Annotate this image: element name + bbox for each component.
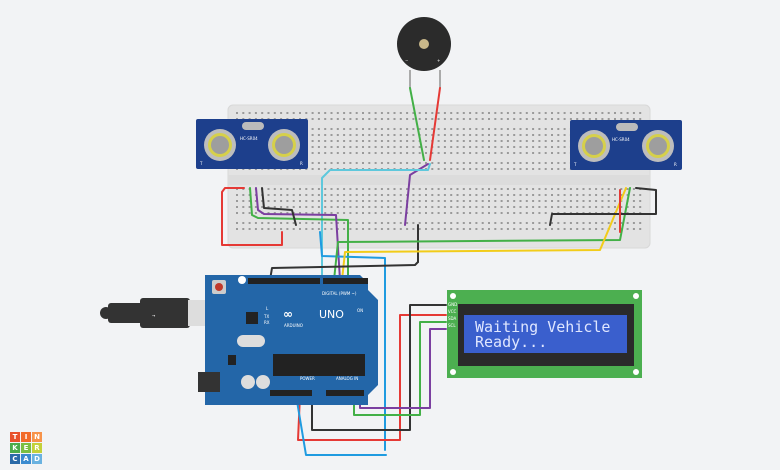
wire-lcd-vcc (297, 314, 447, 441)
wire-blue-long (319, 231, 386, 451)
lcd-pin-vcc: VCC (448, 309, 457, 314)
logo-letter: R (32, 443, 42, 453)
wire-left-purple (255, 187, 341, 281)
on-label: ON (357, 308, 363, 313)
ultrasonic-sensor-right[interactable]: HC-SR04 T R (570, 120, 682, 170)
arduino-logo-icon: ∞ (283, 307, 293, 321)
sensor-right-model: HC-SR04 (612, 137, 630, 142)
logo-letter: D (32, 454, 42, 464)
power-label: POWER (300, 376, 315, 381)
wire-cyan (321, 163, 431, 281)
analog-label: ANALOG IN (336, 376, 358, 381)
arduino-brand: ARDUINO (284, 323, 303, 328)
logo-letter: C (10, 454, 20, 464)
l-label: L (266, 306, 269, 311)
sensor-left-model: HC-SR04 (240, 136, 258, 141)
lcd-pin-gnd: GND (448, 302, 457, 307)
lcd-line-2: Ready... (475, 333, 547, 351)
wire-left-black (261, 187, 297, 226)
logo-letter: T (10, 432, 20, 442)
lcd-display[interactable]: Waiting Vehicle Ready... GND VCC SDA SCL (447, 290, 642, 378)
logo-letter: I (21, 432, 31, 442)
sensor-right-t-label: T (573, 162, 577, 167)
wire-gnd-black (269, 261, 419, 281)
wire-lcd-gnd (311, 304, 447, 431)
wires[interactable] (221, 87, 657, 456)
buzzer-plus-label: + (437, 58, 440, 63)
usb-cable[interactable]: ⇝ (100, 298, 208, 328)
rx-label: RX (264, 320, 270, 325)
arduino-uno[interactable]: DIGITAL (PWM ~) ∞ ARDUINO UNO L TX RX PO… (198, 275, 378, 405)
wire-left-green (249, 187, 349, 281)
power-jack (198, 372, 220, 392)
logo-letter: N (32, 432, 42, 442)
logo-letter: K (10, 443, 20, 453)
arduino-model: UNO (319, 308, 344, 321)
wire-left-red (221, 187, 283, 246)
lcd-line-1: Waiting Vehicle (475, 318, 610, 336)
wire-blue-bottom (295, 394, 387, 456)
logo-letter: E (21, 443, 31, 453)
tx-label: TX (263, 314, 269, 319)
sensor-left-t-label: T (199, 161, 203, 166)
wire-buzzer-green (409, 87, 425, 161)
wire-buzzer-purple (404, 163, 429, 226)
sensor-right-r-label: R (674, 162, 677, 167)
wire-lcd-sda (353, 321, 447, 416)
lcd-pin-scl: SCL (448, 323, 456, 328)
atmega-chip (273, 354, 365, 376)
usb-icon: ⇝ (152, 313, 156, 318)
sensor-left-r-label: R (300, 161, 303, 166)
wire-buzzer-red (429, 87, 441, 161)
wire-right-black (549, 187, 657, 226)
piezo-buzzer[interactable]: − + (397, 17, 451, 88)
digital-pwm-label: DIGITAL (PWM ~) (322, 291, 357, 296)
lcd-pin-sda: SDA (448, 316, 457, 321)
ultrasonic-sensor-left[interactable]: HC-SR04 T R (196, 119, 308, 169)
logo-letter: A (21, 454, 31, 464)
buzzer-minus-label: − (405, 58, 408, 63)
